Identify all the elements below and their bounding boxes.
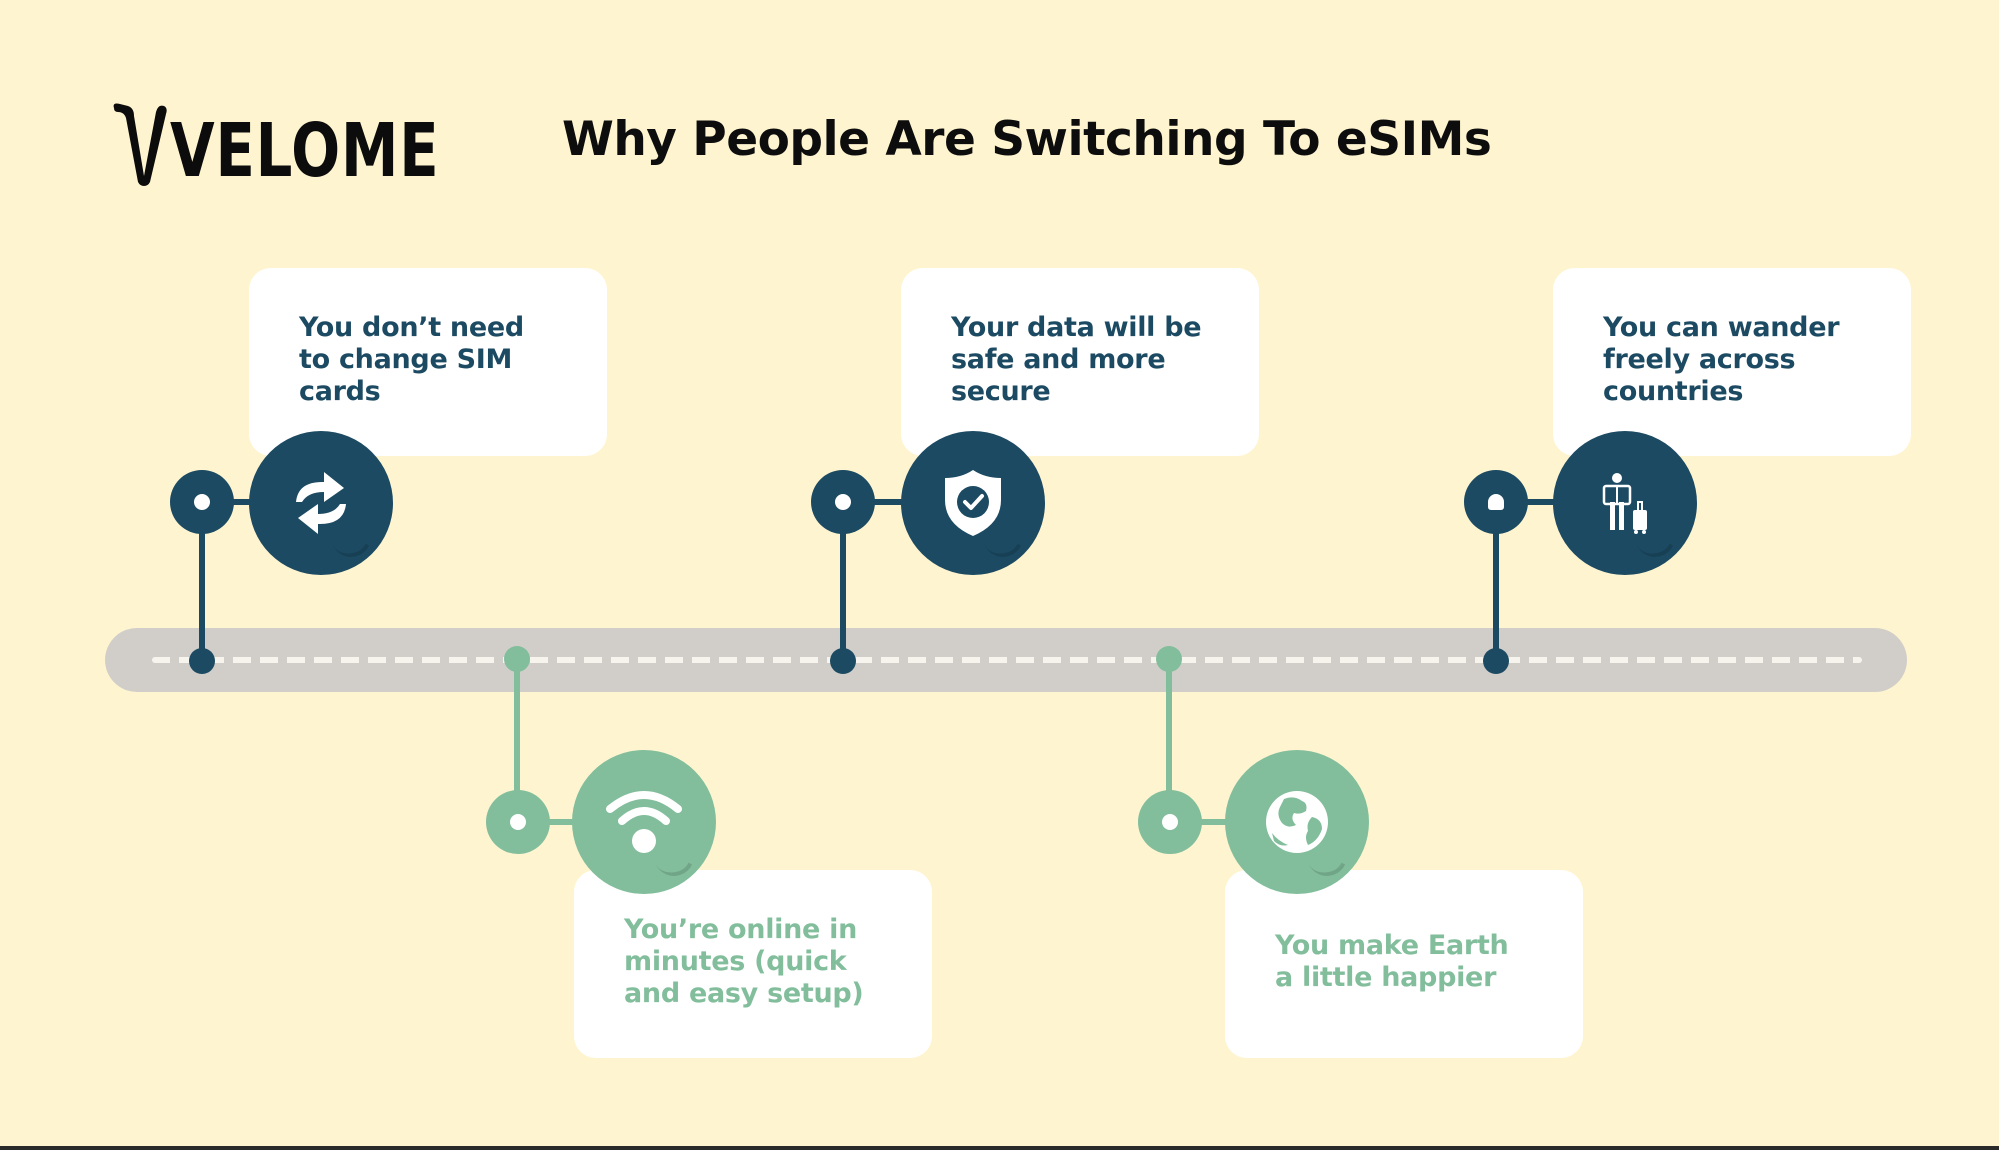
velome-logo: VELOME	[110, 100, 515, 194]
window-bottom-edge	[0, 1146, 1999, 1150]
globe-icon	[1266, 791, 1328, 853]
bar-dot-1	[189, 648, 215, 674]
card-5-text: You can wander freely across countries	[1603, 312, 1840, 407]
stem-5	[1493, 502, 1499, 660]
icon-circle-1	[249, 431, 393, 575]
bar-dot-3	[830, 648, 856, 674]
timeline-node-1	[170, 470, 234, 534]
timeline-card-4: You make Earth a little happier	[1225, 870, 1583, 1058]
timeline-node-5	[1464, 470, 1528, 534]
logo-text: VELOME	[170, 108, 440, 194]
stem-3	[840, 502, 846, 660]
icon-circle-3	[901, 431, 1045, 575]
icon-circle-5	[1553, 431, 1697, 575]
bar-dot-4	[1156, 646, 1182, 672]
timeline-node-3	[811, 470, 875, 534]
refresh-icon	[296, 472, 346, 534]
icon-circle-4	[1225, 750, 1369, 894]
connector-4	[1200, 819, 1230, 825]
card-1-text: You don’t need to change SIM cards	[299, 312, 524, 407]
bar-dot-2	[504, 646, 530, 672]
stem-4	[1166, 660, 1172, 820]
connector-2	[548, 819, 578, 825]
wifi-icon	[606, 791, 682, 853]
connector-5	[1524, 499, 1558, 505]
traveler-luggage-icon	[1602, 473, 1647, 534]
page-title: Why People Are Switching To eSIMs	[562, 112, 1492, 167]
stem-2	[514, 660, 520, 820]
timeline-card-3: Your data will be safe and more secure	[901, 268, 1259, 456]
timeline-card-1: You don’t need to change SIM cards	[249, 268, 607, 456]
card-3-text: Your data will be safe and more secure	[951, 312, 1202, 407]
connector-1	[230, 499, 260, 505]
icon-circle-2	[572, 750, 716, 894]
shield-check-icon	[945, 470, 1001, 536]
timeline-node-4	[1138, 790, 1202, 854]
connector-3	[872, 499, 906, 505]
card-4-text: You make Earth a little happier	[1275, 930, 1509, 993]
bar-dot-5	[1483, 648, 1509, 674]
timeline-dashed-line	[152, 657, 1862, 663]
timeline-card-5: You can wander freely across countries	[1553, 268, 1911, 456]
card-2-text: You’re online in minutes (quick and easy…	[624, 914, 864, 1009]
timeline-card-2: You’re online in minutes (quick and easy…	[574, 870, 932, 1058]
stem-1	[199, 502, 205, 660]
timeline-node-2	[486, 790, 550, 854]
logo-v-glyph-icon	[113, 103, 167, 186]
